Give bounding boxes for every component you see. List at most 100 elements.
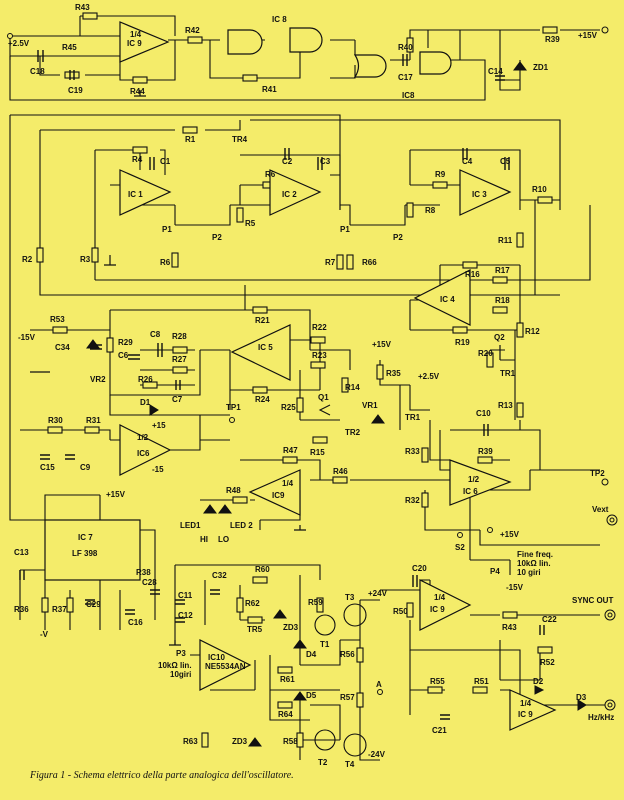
transistors (314, 345, 505, 757)
label-d3: D3 (576, 693, 587, 702)
resistors (36, 12, 558, 748)
label-vext: Vext (592, 505, 609, 514)
label-ne5534: NE5534AN (205, 662, 246, 671)
label-r10: R10 (532, 185, 547, 194)
label-r62: R62 (245, 599, 260, 608)
label-c1: C1 (160, 157, 171, 166)
label-v-m15: -15V (18, 333, 36, 342)
label-ic9-frac: 1/4 (130, 30, 142, 39)
label-ic9b-frac: 1/4 (282, 479, 294, 488)
label-r58: R58 (283, 737, 298, 746)
label-r3: R3 (80, 255, 91, 264)
label-fine3: 10 giri (517, 568, 541, 577)
grounds (30, 90, 306, 646)
label-t4: T4 (345, 760, 355, 769)
label-c8: C8 (150, 330, 161, 339)
label-fine1: Fine freq. (517, 550, 553, 559)
label-r22: R22 (312, 323, 327, 332)
label-r66: R66 (362, 258, 377, 267)
label-p1b: P1 (340, 225, 350, 234)
label-r28: R28 (172, 332, 187, 341)
label-d4: D4 (306, 650, 317, 659)
label-fine2: 10kΩ lin. (517, 559, 551, 568)
label-s2: S2 (455, 543, 465, 552)
label-r63: R63 (183, 737, 198, 746)
label-lf398: LF 398 (72, 549, 98, 558)
label-r37: R37 (52, 605, 67, 614)
label-tr1a: TR1 (500, 369, 516, 378)
label-r29: R29 (118, 338, 133, 347)
label-ic4: IC 4 (440, 295, 455, 304)
label-t3: T3 (345, 593, 355, 602)
label-c11: C11 (178, 591, 193, 600)
label-r20: R20 (478, 349, 493, 358)
label-r39b: R39 (478, 447, 493, 456)
label-r43: R43 (75, 3, 90, 12)
label-p1a: P1 (162, 225, 172, 234)
label-r7: R7 (325, 258, 336, 267)
label-v-p15-ic7: +15V (106, 490, 126, 499)
label-r21: R21 (255, 316, 270, 325)
label-c22: C22 (542, 615, 557, 624)
label-q1: Q1 (318, 393, 329, 402)
label-led2: LED 2 (230, 521, 253, 530)
label-c20: C20 (412, 564, 427, 573)
label-a: A (376, 680, 382, 689)
label-r36: R36 (14, 605, 29, 614)
opamps (119, 21, 557, 731)
label-c3: C3 (320, 157, 331, 166)
label-r30: R30 (48, 416, 63, 425)
label-v-p25b: +2.5V (418, 372, 440, 381)
label-v-p25: +2.5V (8, 39, 30, 48)
label-ic5: IC 5 (258, 343, 273, 352)
label-zd1: ZD1 (533, 63, 549, 72)
label-r12: R12 (525, 327, 540, 336)
label-r4: R4 (132, 155, 143, 164)
ic7-box (44, 519, 141, 581)
label-v-p24: +24V (368, 589, 388, 598)
label-r5: R5 (245, 219, 256, 228)
label-ic9b: IC9 (272, 491, 285, 500)
label-r56: R56 (340, 650, 355, 659)
label-r40: R40 (398, 43, 413, 52)
label-r2: R2 (22, 255, 33, 264)
component-labels: R43 R44 R45 R42 R41 R40 R39 C18 C19 C17 … (8, 3, 614, 769)
label-tp2: TP2 (590, 469, 605, 478)
label-t2: T2 (318, 758, 328, 767)
label-v-p15-ic6: +15 (152, 421, 166, 430)
label-q2: Q2 (494, 333, 505, 342)
label-hzkhz: Hz/kHz (588, 713, 614, 722)
figure-caption: Figura 1 - Schema elettrico della parte … (30, 770, 294, 781)
label-p4: P4 (490, 567, 500, 576)
label-r64: R64 (278, 710, 293, 719)
label-sync: SYNC OUT (572, 596, 613, 605)
label-hi: HI (200, 535, 208, 544)
label-c28: C28 (142, 578, 157, 587)
label-v-m: -V (40, 630, 49, 639)
label-v-p15-p4: +15V (500, 530, 520, 539)
label-r45: R45 (62, 43, 77, 52)
label-ic9d: IC 9 (518, 710, 533, 719)
label-t1: T1 (320, 640, 330, 649)
terminals (7, 26, 618, 711)
label-v-p15-top: +15V (578, 31, 598, 40)
label-r59: R59 (308, 598, 323, 607)
label-vr1: VR1 (362, 401, 378, 410)
label-d2: D2 (533, 677, 544, 686)
label-ic7: IC 7 (78, 533, 93, 542)
label-c34: C34 (55, 343, 70, 352)
label-ic6a: IC6 (137, 449, 150, 458)
label-r24: R24 (255, 395, 270, 404)
label-r53: R53 (50, 315, 65, 324)
label-r55: R55 (430, 677, 445, 686)
label-r35: R35 (386, 369, 401, 378)
label-r25: R25 (281, 403, 296, 412)
label-r57: R57 (340, 693, 355, 702)
label-r11: R11 (498, 236, 513, 245)
label-r18: R18 (495, 296, 510, 305)
label-r6a: R6 (160, 258, 171, 267)
label-r50: R50 (393, 607, 408, 616)
label-c13: C13 (14, 548, 29, 557)
label-c21: C21 (432, 726, 447, 735)
